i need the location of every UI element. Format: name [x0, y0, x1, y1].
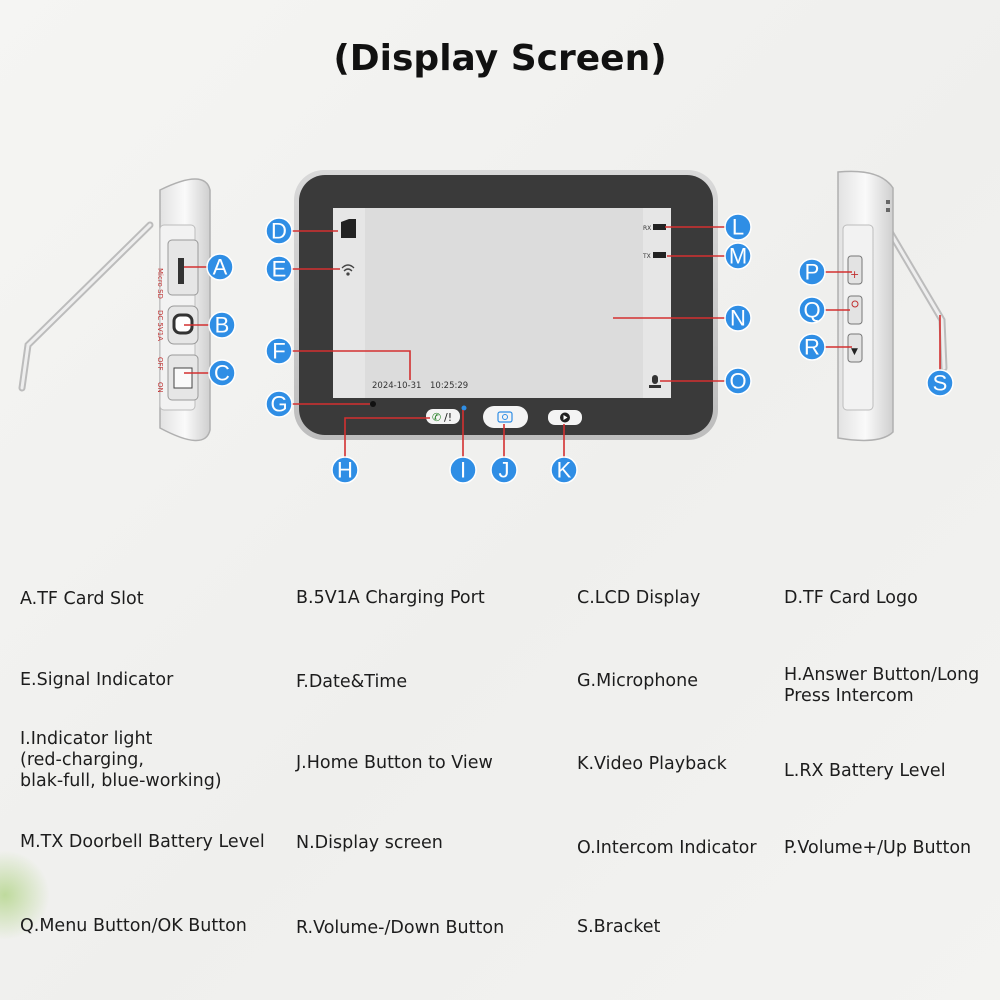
- legend-item-p: P.Volume+/Up Button: [784, 838, 972, 858]
- callout-letter: J: [499, 458, 510, 483]
- leader-lines: [184, 226, 941, 470]
- callout-letter: I: [460, 458, 466, 483]
- signal-icon: [341, 264, 355, 276]
- svg-text:+: +: [850, 268, 859, 281]
- callout-letter: A: [213, 255, 228, 280]
- callout-m: M: [724, 242, 752, 270]
- callout-d: D: [265, 217, 293, 245]
- callout-g: G: [265, 390, 293, 418]
- screen-date: 2024-10-31: [372, 381, 421, 391]
- page-title: (Display Screen): [333, 38, 667, 79]
- intercom-icon: [649, 375, 661, 388]
- legend-item-j: J.Home Button to View: [296, 753, 493, 773]
- power-switch: [173, 367, 193, 389]
- callout-letter: R: [804, 335, 820, 360]
- right-side-view: + ▼: [837, 170, 948, 442]
- callout-letter: G: [270, 392, 287, 417]
- svg-text:✆: ✆: [432, 411, 441, 424]
- callout-b: B: [208, 311, 236, 339]
- svg-text:▼: ▼: [851, 347, 858, 357]
- callout-letter: K: [557, 458, 572, 483]
- callout-letter: L: [732, 215, 744, 240]
- callout-letter: F: [272, 339, 285, 364]
- legend-item-m: M.TX Doorbell Battery Level: [20, 832, 265, 852]
- callout-h: H: [331, 456, 359, 484]
- callout-l: L: [724, 213, 752, 241]
- legend-item-n: N.Display screen: [296, 833, 443, 853]
- legend-item-e: E.Signal Indicator: [20, 670, 174, 690]
- callout-letter: Q: [803, 298, 820, 323]
- volume-down-button[interactable]: [847, 333, 863, 363]
- off-label: OFF: [156, 357, 164, 371]
- callout-letter: C: [214, 361, 230, 386]
- callout-r: R: [798, 333, 826, 361]
- tf-card-slot: [178, 258, 184, 284]
- on-label: ON: [156, 382, 164, 393]
- callout-markers: A BC DE F G H I J K LM N O PQR S: [206, 213, 954, 484]
- legend-item-c: C.LCD Display: [577, 588, 701, 608]
- callout-c: C: [208, 359, 236, 387]
- callout-letter: N: [730, 306, 746, 331]
- callout-a: A: [206, 253, 234, 281]
- callout-letter: M: [729, 244, 747, 269]
- legend-item-i: I.Indicator light (red-charging, blak-fu…: [20, 729, 222, 791]
- callout-q: Q: [798, 296, 826, 324]
- left-side-view: Micro SD DC 5V1A OFF ON: [18, 178, 211, 442]
- svg-text:/!: /!: [444, 411, 452, 424]
- camera-icon: [497, 411, 513, 423]
- legend-item-k: K.Video Playback: [577, 754, 727, 774]
- tx-label: TX: [642, 253, 651, 260]
- callout-letter: P: [805, 260, 820, 285]
- callout-f: F: [265, 337, 293, 365]
- dc-label: DC 5V1A: [156, 310, 164, 341]
- callout-letter: H: [337, 458, 353, 483]
- callout-o: O: [724, 367, 752, 395]
- callout-s: S: [926, 369, 954, 397]
- legend-item-h: H.Answer Button/Long Press Intercom: [784, 665, 980, 706]
- tx-battery-icon: [653, 252, 666, 258]
- front-view: 2024-10-31 10:25:29 RX TX ✆ /!: [294, 170, 718, 440]
- legend-item-o: O.Intercom Indicator: [577, 838, 757, 858]
- legend-item-q: Q.Menu Button/OK Button: [20, 916, 247, 936]
- legend-item-b: B.5V1A Charging Port: [296, 588, 485, 608]
- home-button[interactable]: [483, 406, 528, 428]
- volume-up-button[interactable]: [847, 255, 863, 285]
- screen-time: 10:25:29: [430, 381, 468, 391]
- callout-k: K: [550, 456, 578, 484]
- indicator-light: [461, 405, 467, 411]
- callout-letter: B: [215, 313, 230, 338]
- legend-item-g: G.Microphone: [577, 671, 698, 691]
- answer-button[interactable]: [426, 409, 460, 424]
- micro-sd-label: Micro SD: [156, 268, 164, 299]
- callout-letter: D: [271, 219, 287, 244]
- legend-item-l: L.RX Battery Level: [784, 761, 946, 781]
- rx-battery-icon: [653, 224, 666, 230]
- charging-port: [172, 313, 194, 335]
- microphone-icon: [370, 401, 376, 407]
- legend-item-a: A.TF Card Slot: [20, 589, 144, 609]
- legend-item-f: F.Date&Time: [296, 672, 408, 692]
- legend-item-s: S.Bracket: [577, 917, 661, 937]
- callout-j: J: [490, 456, 518, 484]
- tf-card-logo-icon: [341, 219, 356, 238]
- legend-item-d: D.TF Card Logo: [784, 588, 918, 608]
- rx-label: RX: [643, 225, 651, 232]
- callout-i: I: [449, 456, 477, 484]
- callout-e: E: [265, 255, 293, 283]
- left-bracket-arm: [18, 221, 154, 392]
- callout-n: N: [724, 304, 752, 332]
- menu-ok-button[interactable]: [847, 295, 863, 325]
- legend-item-r: R.Volume-/Down Button: [296, 918, 505, 938]
- callout-p: P: [798, 258, 826, 286]
- callout-letter: E: [272, 257, 287, 282]
- device-diagram: Micro SD DC 5V1A OFF ON 2024-10-31 10:25…: [18, 170, 954, 484]
- callout-letter: S: [933, 371, 948, 396]
- callout-letter: O: [729, 369, 746, 394]
